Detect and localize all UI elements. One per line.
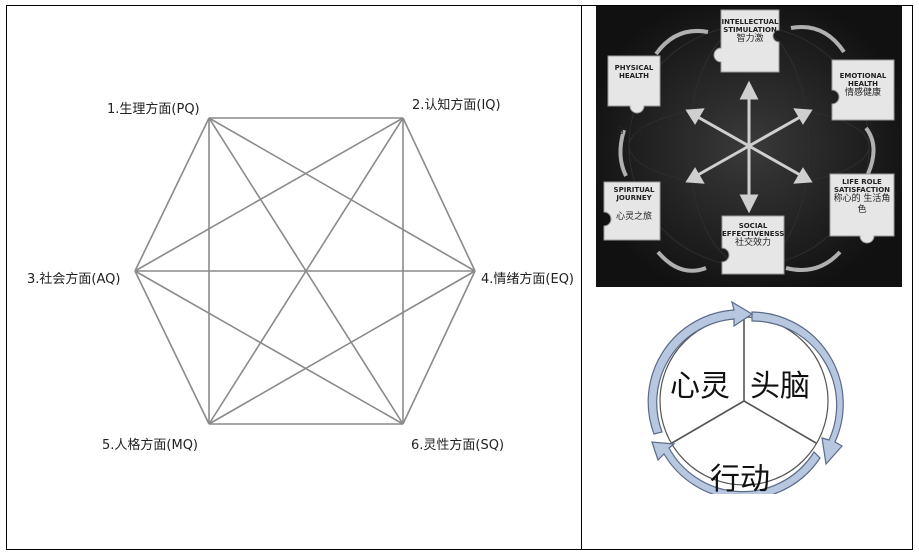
node-label-mq: 5.人格方面(MQ): [102, 438, 198, 453]
puzzle-image: Intellectual Stimulation 智力激 Physical He…: [596, 6, 902, 287]
hexagon-panel: 1.生理方面(PQ) 2.认知方面(IQ) 3.社会方面(AQ) 4.情绪方面(…: [6, 5, 582, 550]
edge-pq-aq: [134, 117, 210, 272]
edge-aq-sq: [134, 270, 404, 425]
puzzle-label-liferole: Life role Satisfaction 称心的 生活角色: [833, 178, 891, 215]
hexagon-diagram: [134, 117, 476, 425]
puzzle-label-physical-cn: 身体健康: [615, 126, 652, 136]
right-panel: Intellectual Stimulation 智力激 Physical He…: [582, 5, 913, 550]
cycle-arrow-bottom: [651, 441, 821, 494]
puzzle-piece-social: [721, 215, 785, 275]
edge-iq-eq: [402, 117, 476, 272]
edge-pq-eq: [208, 117, 476, 272]
star-arrows: [685, 80, 813, 214]
cycle-label-heart: 心灵: [670, 369, 730, 404]
puzzle-label-spiritual: Spiritual Journey 心灵之旅: [613, 186, 655, 222]
puzzle-label-intellectual: Intellectual Stimulation 智力激: [721, 18, 779, 44]
edge-aq-mq: [134, 270, 210, 425]
puzzle-piece-physical: [607, 55, 661, 114]
node-label-sq: 6.灵性方面(SQ): [411, 438, 505, 453]
puzzle-piece-liferole: [829, 173, 895, 244]
puzzle-piece-emotional: [831, 59, 895, 121]
node-label-aq: 3.社会方面(AQ): [27, 272, 121, 287]
node-label-eq: 4.情绪方面(EQ): [481, 272, 574, 287]
edge-iq-aq: [134, 117, 404, 272]
cycle-label-mind: 头脑: [750, 369, 810, 404]
edge-eq-sq: [402, 270, 476, 425]
cycle-arrow-left: [647, 300, 754, 435]
puzzle-label-emotional: Emotional Health 情感健康: [839, 72, 887, 98]
cycle-diagram: [647, 300, 844, 494]
edge-eq-mq: [208, 270, 476, 425]
puzzle-label-social: Social effectiveness 社交效力: [722, 222, 785, 248]
node-label-pq: 1.生理方面(PQ): [107, 102, 200, 117]
cycle-label-action: 行动: [710, 462, 770, 497]
puzzle-piece-intellectual: [713, 9, 780, 73]
puzzle-label-physical: Physical Health: [614, 64, 654, 80]
cycle-arrows: [618, 25, 876, 273]
cycle-arrow-right: [751, 311, 844, 466]
puzzle-piece-spiritual: [603, 181, 661, 241]
node-label-iq: 2.认知方面(IQ): [412, 98, 501, 113]
